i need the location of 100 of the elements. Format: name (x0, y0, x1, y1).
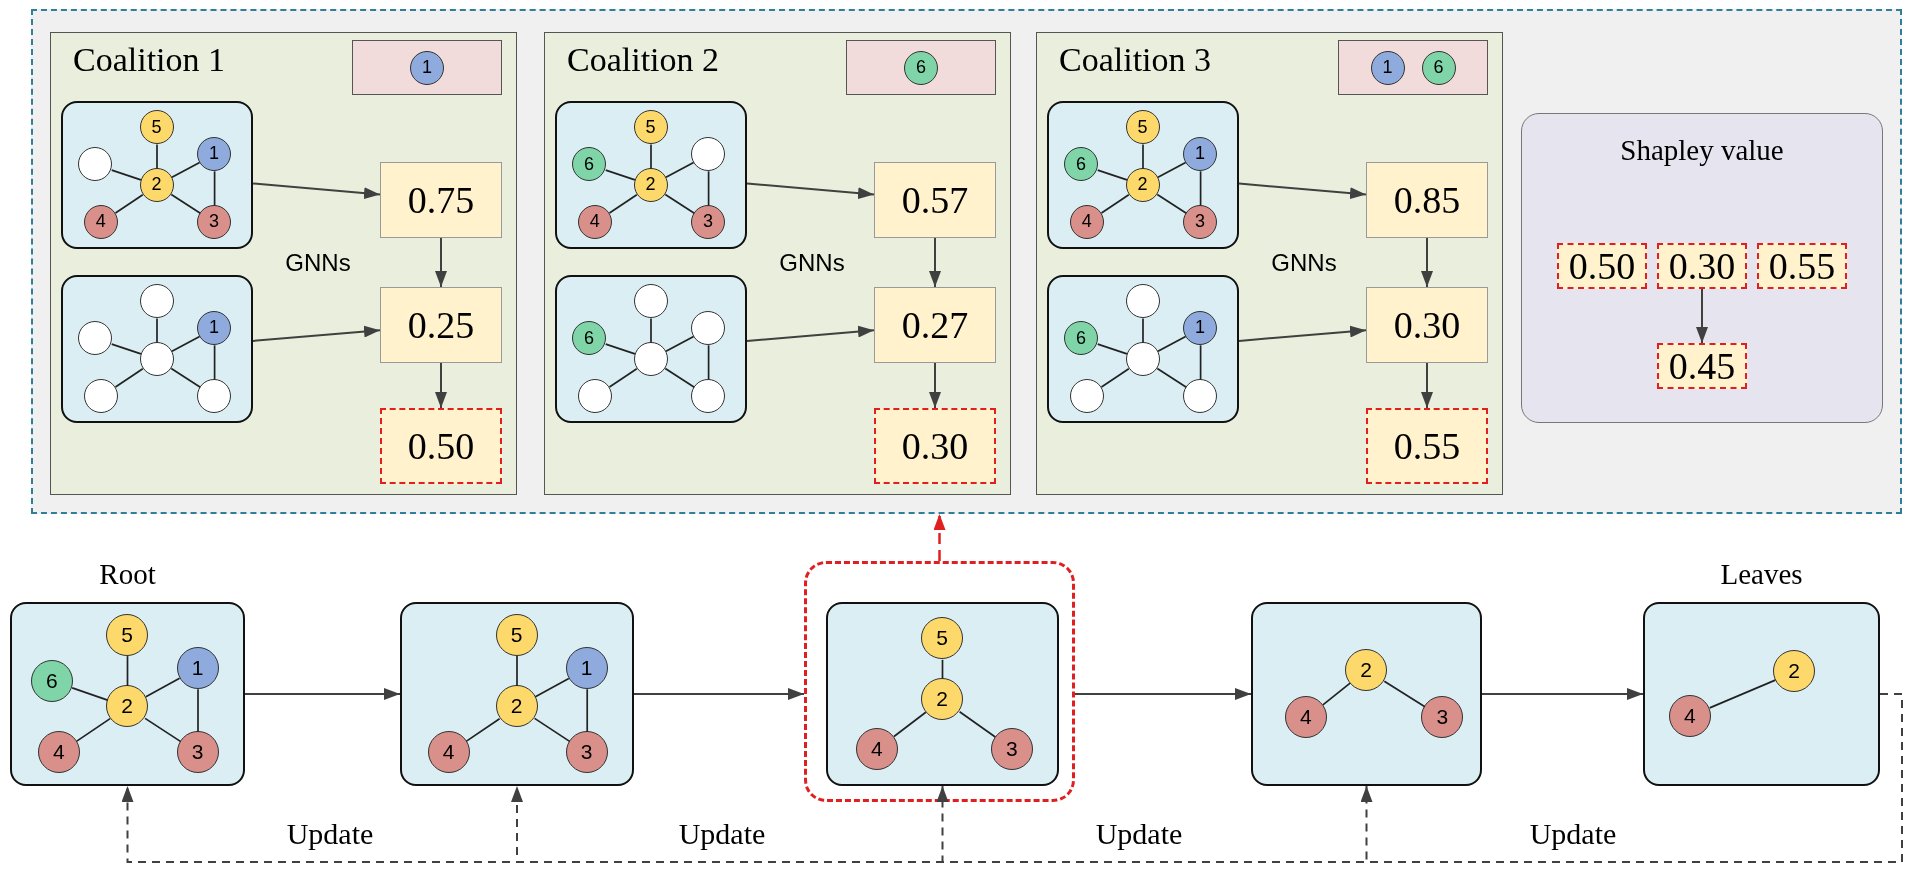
arrow (244, 688, 401, 700)
dashed-score-box: 0.55 (1757, 243, 1847, 289)
graph-node-circle: 4 (855, 727, 898, 770)
annotation-label: GNNs (1271, 249, 1337, 277)
graph-edge-line (664, 367, 696, 389)
graph-node-circle: 5 (106, 613, 148, 656)
graph-node-circle (1125, 341, 1160, 376)
arrow (1421, 362, 1433, 409)
graph-node-circle (139, 341, 174, 376)
graph-edge-line (516, 655, 518, 687)
graph-node-circle (197, 378, 232, 413)
dashed-score-box: 0.45 (1657, 343, 1747, 389)
graph-card (555, 275, 747, 423)
graph-edge-line (110, 169, 142, 181)
highlight-strip (352, 40, 502, 95)
graph-edge-line (171, 161, 201, 179)
graph-node-circle (691, 378, 726, 413)
highlight-strip (1338, 40, 1488, 95)
graph-node-circle: 6 (572, 321, 607, 356)
dashed-arrow (933, 514, 946, 561)
graph-node-circle: 6 (1064, 147, 1099, 182)
graph-edge-line (197, 688, 199, 733)
graph-node-circle (633, 284, 668, 319)
graph-node-circle: 2 (139, 167, 174, 202)
arrow (929, 237, 941, 288)
graph-edge-line (1100, 367, 1130, 388)
arrow (1238, 325, 1367, 342)
graph-node-circle: 1 (197, 136, 232, 171)
arrow (1421, 237, 1433, 288)
graph-node-circle: 1 (1183, 136, 1218, 171)
graph-edge-line (665, 161, 695, 179)
graph-edge-line (1142, 317, 1144, 344)
graph-edge-line (1199, 170, 1202, 207)
update-label: Update (1529, 817, 1617, 851)
graph-edge-line (664, 193, 696, 215)
arrow (1074, 688, 1252, 700)
graph-edge-line (1708, 679, 1777, 709)
graph-edge-line (170, 193, 202, 215)
arrow (1696, 288, 1708, 344)
graph-node-circle: 5 (921, 617, 963, 660)
level-label: Leaves (1720, 558, 1803, 591)
graph-edge-line (608, 367, 638, 388)
score-box: 0.85 (1366, 162, 1488, 238)
graph-edge-line (110, 343, 142, 355)
graph-node-circle: 3 (691, 204, 726, 239)
graph-edge-line (533, 717, 571, 743)
graph-edge-line (1142, 143, 1144, 170)
coalition-panel (544, 32, 1011, 495)
graph-edge-line (144, 717, 182, 743)
graph-edge-line (1157, 335, 1187, 353)
graph-edge-line (171, 335, 201, 353)
dashed-panel (31, 9, 1902, 514)
graph-node-circle: 6 (1064, 321, 1099, 356)
graph-edge-line (707, 344, 710, 381)
graph-edge-line (145, 677, 181, 698)
graph-node-circle: 6 (30, 659, 73, 702)
graph-edge-line (126, 655, 129, 687)
graph-node-circle (83, 378, 118, 413)
graph-node-circle: 2 (1345, 648, 1387, 691)
shapley-panel (1521, 113, 1883, 423)
graph-card (1047, 101, 1239, 249)
graph-edge-line (1096, 169, 1128, 181)
graph-node-circle: 3 (1421, 696, 1464, 739)
annotation-label: GNNs (779, 249, 845, 277)
graph-node-circle: 5 (139, 110, 174, 145)
graph-node-circle: 4 (1069, 204, 1104, 239)
graph-edge-line (604, 343, 636, 355)
graph-edge-line (1383, 680, 1426, 708)
graph-edge-line (1096, 343, 1128, 355)
update-label: Update (286, 817, 374, 851)
dashed-score-box: 0.55 (1366, 408, 1488, 484)
graph-card (826, 602, 1059, 786)
graph-node-circle: 2 (921, 678, 963, 720)
graph-edge-line (941, 658, 944, 680)
graph-node-circle: 1 (1370, 50, 1405, 85)
graph-node-circle: 1 (176, 646, 219, 689)
arrow (252, 325, 381, 342)
dashed-arrow (1360, 693, 1903, 863)
coalition-panel (50, 32, 517, 495)
score-box: 0.75 (380, 162, 502, 238)
graph-card (555, 101, 747, 249)
level-label: Root (99, 558, 156, 591)
update-label: Update (678, 817, 766, 851)
graph-edge-line (114, 367, 144, 388)
graph-edge-line (213, 344, 216, 381)
arrow (633, 688, 805, 700)
arrow (746, 182, 875, 200)
panel-title: Coalition 3 (1059, 41, 1212, 79)
coalition-panel (1036, 32, 1503, 495)
score-box: 0.57 (874, 162, 996, 238)
graph-edge-line (650, 317, 652, 344)
graph-node-circle (78, 147, 113, 182)
graph-node-circle (691, 310, 726, 345)
graph-edge-line (608, 193, 638, 214)
graph-node-circle: 5 (1125, 110, 1160, 145)
graph-node-circle: 4 (577, 204, 612, 239)
graph-edge-line (707, 170, 710, 207)
graph-node-circle: 2 (106, 685, 148, 728)
graph-edge-line (465, 717, 501, 742)
dashed-score-box: 0.50 (380, 408, 502, 484)
